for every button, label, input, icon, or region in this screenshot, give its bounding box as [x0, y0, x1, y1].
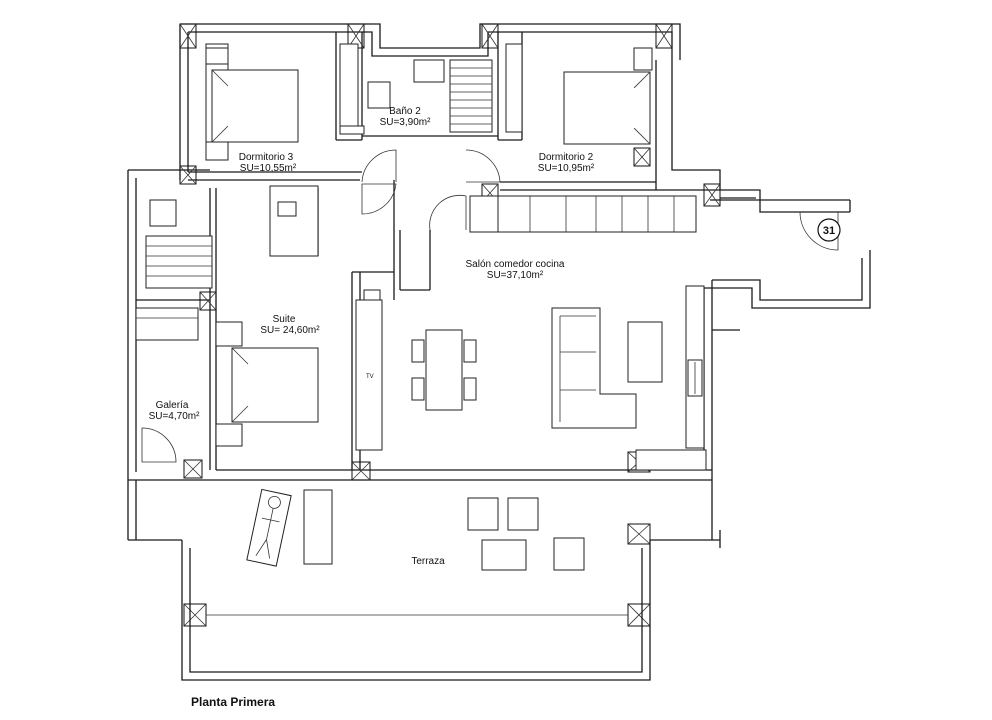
- door-swings: [141, 149, 839, 463]
- plan-title: Planta Primera: [191, 695, 275, 709]
- room-area: SU= 24,60m²: [260, 325, 320, 336]
- room-name: Galería: [156, 400, 189, 411]
- room-name: Dormitorio 3: [239, 152, 294, 163]
- galeria-fixtures: [135, 199, 213, 341]
- unit-marker-number: 31: [823, 225, 835, 237]
- room-name: Terraza: [411, 556, 445, 567]
- room-name: Baño 2: [389, 106, 421, 117]
- room-label-dormitorio-3: Dormitorio 3 SU=10,55m²: [239, 152, 297, 174]
- unit-marker: 31: [817, 218, 841, 242]
- room-area: SU=3,90m²: [380, 117, 432, 128]
- tv-label: TV: [366, 374, 374, 380]
- room-label-dormitorio-2: Dormitorio 2 SU=10,95m²: [538, 152, 595, 174]
- suite-furniture: [215, 185, 383, 451]
- room-area: SU=37,10m²: [487, 270, 544, 281]
- room-area: SU=4,70m²: [149, 411, 201, 422]
- room-label-suite: Suite SU= 24,60m²: [260, 314, 320, 336]
- structural-columns: [179, 23, 721, 627]
- room-name: Salón comedor cocina: [466, 259, 565, 270]
- room-label-galeria: Galería SU=4,70m²: [149, 400, 201, 422]
- room-label-bano-2: Baño 2 SU=3,90m²: [380, 106, 432, 128]
- kitchen-counter: [469, 195, 697, 233]
- room-name: Dormitorio 2: [539, 152, 594, 163]
- salon-furniture: [411, 285, 707, 471]
- room-label-terraza: Terraza: [411, 556, 445, 567]
- room-label-salon: Salón comedor cocina SU=37,10m²: [466, 259, 565, 281]
- terraza-area: [127, 480, 721, 681]
- room-name: Suite: [273, 314, 296, 325]
- room-area: SU=10,95m²: [538, 163, 595, 174]
- dormitorio-2-furniture: [505, 43, 653, 145]
- bano-2-fixtures: [367, 59, 493, 133]
- dormitorio-3-furniture: [205, 43, 365, 161]
- room-area: SU=10,55m²: [240, 163, 297, 174]
